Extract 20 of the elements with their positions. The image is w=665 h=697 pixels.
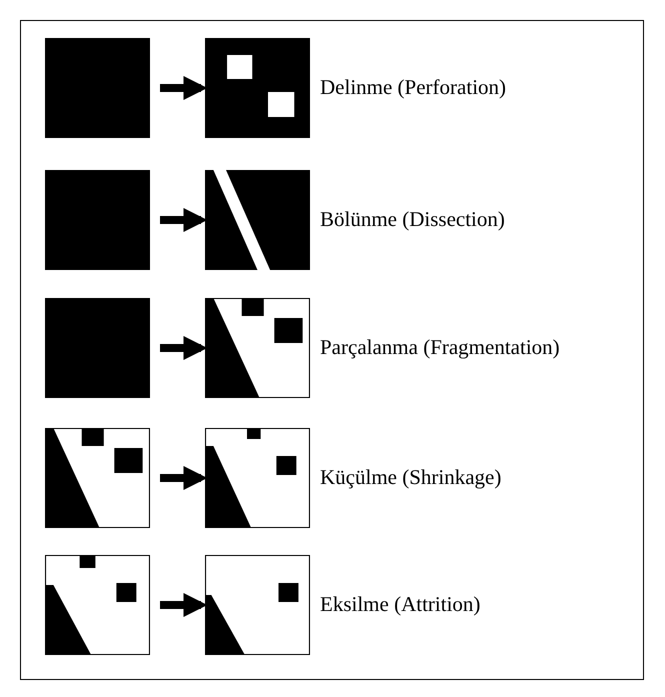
- process-label: Delinme (Perforation): [320, 75, 506, 100]
- arrow: [160, 208, 208, 232]
- arrow: [160, 466, 208, 490]
- habitat-square-drawing: [45, 428, 150, 528]
- process-label: Eksilme (Attrition): [320, 592, 480, 617]
- filled-square: [45, 298, 150, 398]
- habitat-square-drawing: [205, 38, 310, 138]
- habitat-square-drawing: [205, 555, 310, 655]
- habitat-square-drawing: [45, 555, 150, 655]
- arrow: [160, 76, 208, 100]
- process-label: Bölünme (Dissection): [320, 207, 505, 232]
- habitat-square-drawing: [205, 170, 310, 270]
- arrow: [160, 593, 208, 617]
- filled-square: [45, 170, 150, 270]
- habitat-square-drawing: [205, 428, 310, 528]
- arrow: [160, 336, 208, 360]
- habitat-square-drawing: [205, 298, 310, 398]
- filled-square: [45, 38, 150, 138]
- process-label: Parçalanma (Fragmentation): [320, 335, 560, 360]
- process-label: Küçülme (Shrinkage): [320, 465, 502, 490]
